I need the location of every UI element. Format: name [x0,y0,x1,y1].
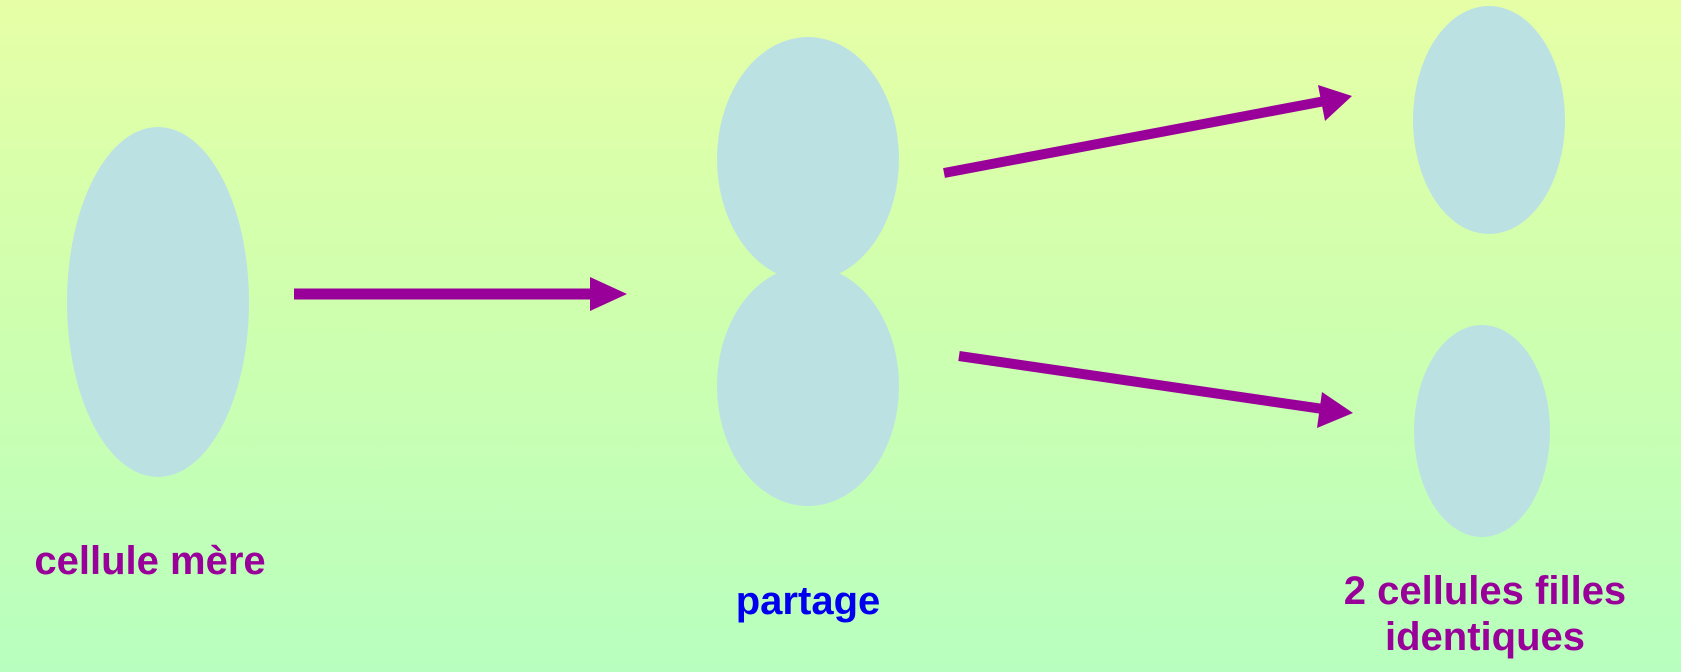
dividing-cell-lower-lobe [717,266,899,506]
mother-cell [67,127,249,477]
mother-cell-label: cellule mère [34,539,266,583]
dividing-cell-upper-lobe [717,37,899,281]
arrow-division-to-lower-daughter [958,351,1353,428]
arrow-mother-to-division [294,277,627,311]
daughter-cells-label: 2 cellules filles identiques [1343,569,1627,659]
daughter-cell-lower [1414,325,1550,537]
division-label: partage [735,579,881,623]
arrow-division-to-upper-daughter [943,85,1352,178]
daughter-cell-upper [1413,6,1565,234]
